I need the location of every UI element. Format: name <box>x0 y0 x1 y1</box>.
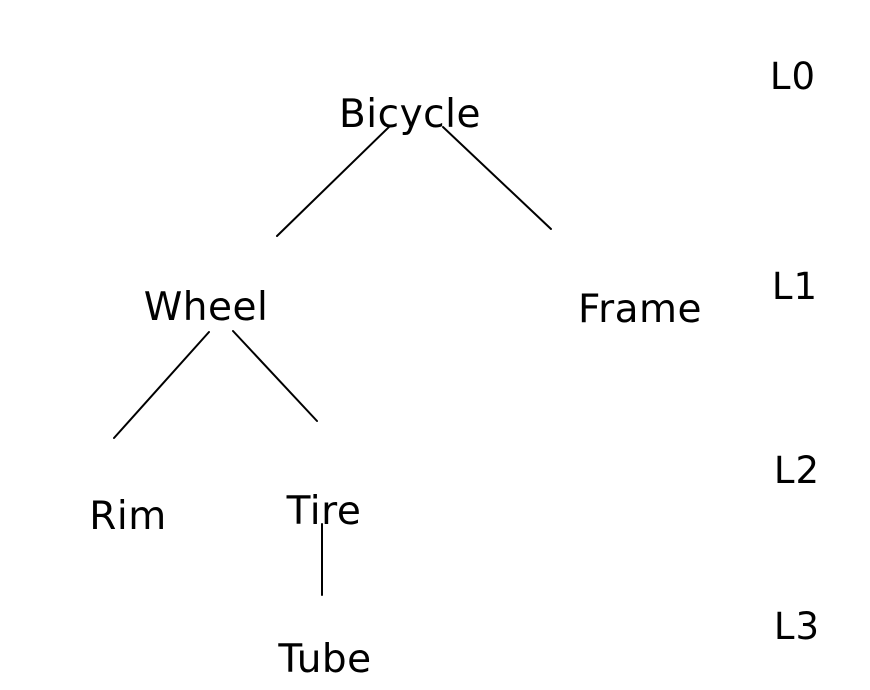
level-label-l1: L1 <box>771 265 819 308</box>
level-label-l0: L0 <box>769 55 817 98</box>
level-label-l3: L3 <box>773 605 821 648</box>
level-label-l2: L2 <box>773 449 821 492</box>
edge-bicycle-frame <box>442 126 552 230</box>
node-tube[interactable]: Tube <box>278 637 372 682</box>
node-tire[interactable]: Tire <box>286 489 362 534</box>
node-wheel[interactable]: Wheel <box>143 285 269 330</box>
edge-wheel-tire <box>232 330 318 422</box>
node-bicycle[interactable]: Bicycle <box>339 92 481 137</box>
edge-bicycle-wheel <box>276 125 391 237</box>
edge-wheel-rim <box>113 331 210 439</box>
node-rim[interactable]: Rim <box>89 494 167 539</box>
node-frame[interactable]: Frame <box>577 287 703 332</box>
